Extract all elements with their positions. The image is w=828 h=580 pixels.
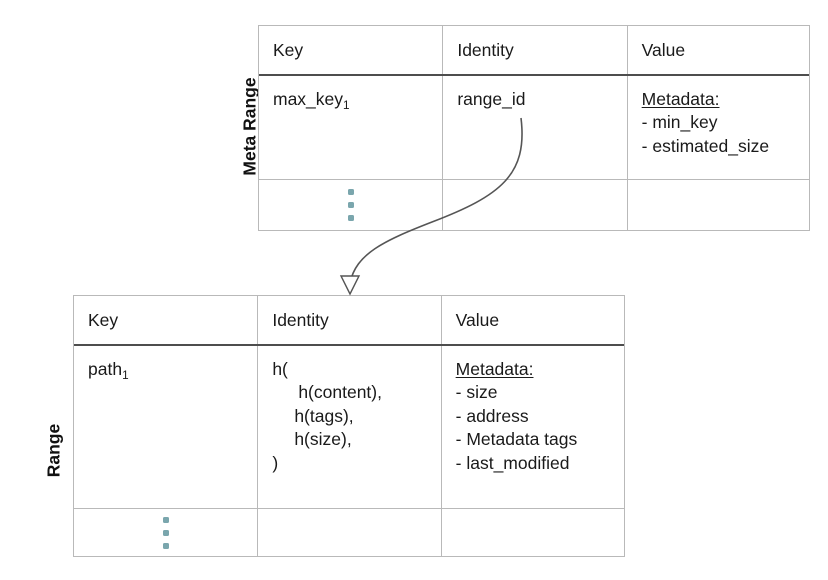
column-header-identity: Identity	[258, 296, 442, 344]
range-key-subscript: 1	[122, 368, 129, 382]
identity-close-paren: )	[272, 452, 279, 473]
metadata-item: - min_key	[641, 112, 718, 133]
table-header-row: Key Identity Value	[259, 26, 809, 76]
column-header-value: Value	[455, 310, 500, 330]
table-header-row: Key Identity Value	[74, 296, 624, 346]
arrowhead-icon	[339, 275, 361, 296]
range-value-cell: Metadata: - size - address - Metadata ta…	[442, 346, 624, 508]
table-row: path1 h( h(content), h(tags), h(size), )…	[74, 346, 624, 509]
metadata-item: - size	[455, 382, 498, 403]
column-header-value: Value	[641, 40, 686, 60]
metadata-item: - address	[455, 405, 529, 426]
meta-range-table: Key Identity Value max_key1 range_id Met…	[258, 25, 810, 231]
range-side-label: Range	[43, 423, 64, 478]
range-identity-cell: h( h(content), h(tags), h(size), )	[258, 346, 442, 508]
metadata-title: Metadata:	[455, 359, 534, 379]
meta-range-ellipsis-cell	[259, 180, 444, 230]
metadata-item: - Metadata tags	[455, 429, 578, 450]
metadata-title: Metadata:	[641, 89, 720, 109]
vertical-ellipsis-icon	[74, 509, 257, 556]
column-header-key: Key	[259, 26, 444, 74]
column-header-key: Key	[74, 296, 259, 344]
identity-open-paren: h(	[272, 359, 288, 379]
meta-range-ellipsis-value-cell	[628, 180, 809, 230]
table-row: max_key1 range_id Metadata: - min_key - …	[259, 76, 809, 180]
table-row-ellipsis	[259, 180, 809, 230]
identity-item: h(tags),	[294, 405, 354, 426]
meta-range-key-cell: max_key1	[259, 76, 444, 179]
meta-range-value-cell: Metadata: - min_key - estimated_size	[628, 76, 809, 179]
range-table: Key Identity Value path1 h( h(content), …	[73, 295, 625, 557]
range-ellipsis-cell	[74, 509, 259, 556]
identity-item: h(content),	[298, 382, 382, 403]
meta-range-key-text: max_key	[273, 89, 344, 109]
range-ellipsis-identity-cell	[258, 509, 442, 556]
metadata-item: - last_modified	[455, 452, 570, 473]
column-header-identity: Identity	[443, 26, 628, 74]
range-ellipsis-value-cell	[442, 509, 624, 556]
table-row-ellipsis	[74, 509, 624, 556]
metadata-item: - estimated_size	[641, 135, 770, 156]
range-key-text: path	[88, 359, 123, 379]
vertical-ellipsis-icon	[259, 180, 442, 230]
identity-item: h(size),	[294, 429, 352, 450]
meta-range-key-subscript: 1	[343, 98, 350, 112]
range-key-cell: path1	[74, 346, 259, 508]
meta-range-identity-cell: range_id	[443, 76, 628, 179]
meta-range-ellipsis-identity-cell	[443, 180, 628, 230]
